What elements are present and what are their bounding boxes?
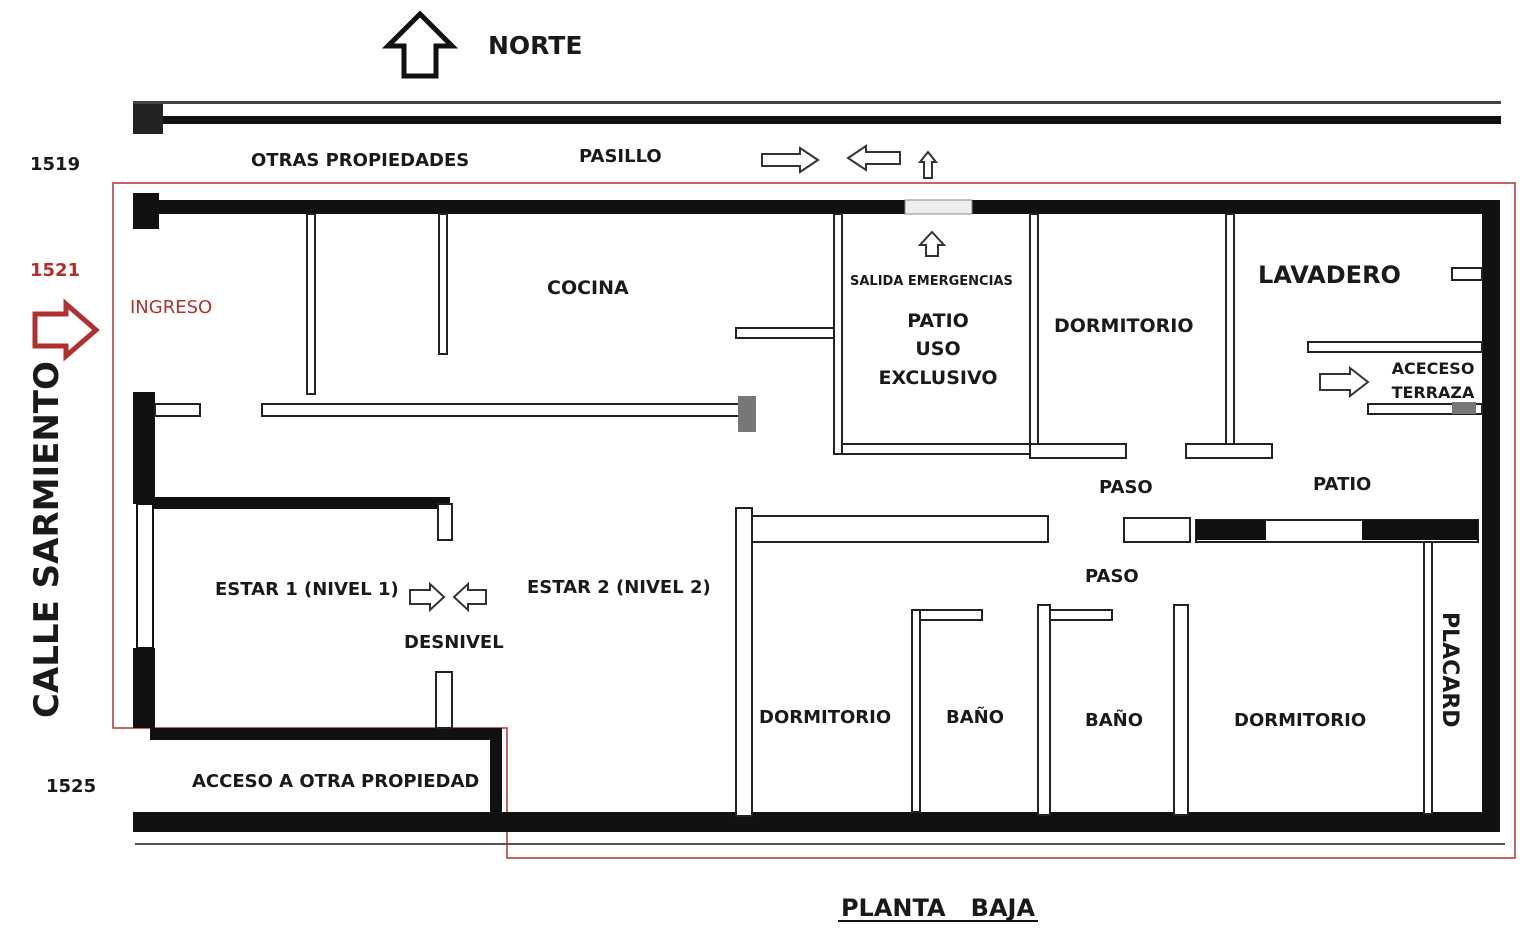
- arrow-left-icon: [846, 144, 901, 172]
- room-bathroom-2: BAÑO: [1085, 708, 1143, 731]
- entry-label: INGRESO: [130, 297, 212, 318]
- room-patio: PATIO: [1313, 474, 1371, 495]
- room-patio-label-2: USO: [915, 338, 960, 360]
- room-patio-label-1: PATIO: [907, 310, 969, 332]
- street-number-1519: 1519: [30, 154, 80, 175]
- room-bedroom-top: DORMITORIO: [1054, 315, 1194, 337]
- room-bedroom-left: DORMITORIO: [759, 707, 891, 728]
- street-number-1525: 1525: [46, 776, 96, 797]
- plan-title: PLANTA BAJA: [841, 894, 1035, 922]
- emergency-opening: [904, 199, 973, 215]
- level-arrow-left-icon: [452, 581, 487, 613]
- entry-arrow-icon: [32, 298, 100, 362]
- level-arrow-right-icon: [409, 581, 446, 613]
- street-name: CALLE SARMIENTO: [27, 361, 67, 718]
- terrace-access-label-2: TERRAZA: [1392, 383, 1475, 402]
- closet-label: PLACARD: [1437, 612, 1462, 728]
- exterior-walls: [133, 193, 1500, 832]
- north-arrow-icon: [381, 10, 459, 79]
- level-change-label: DESNIVEL: [404, 632, 504, 653]
- lot-outline: [112, 182, 1516, 859]
- arrow-right-icon: [761, 146, 820, 174]
- north-label: NORTE: [488, 31, 582, 60]
- room-bathroom-1: BAÑO: [946, 705, 1004, 728]
- corridor-label: PASILLO: [579, 146, 662, 167]
- plan-title-underline: [838, 920, 1038, 922]
- street-window: [136, 503, 154, 649]
- other-properties-label: OTRAS PROPIEDADES: [251, 150, 469, 171]
- room-bedroom-right: DORMITORIO: [1234, 710, 1366, 731]
- room-living-2: ESTAR 2 (NIVEL 2): [527, 577, 711, 598]
- passage-label-1: PASO: [1099, 477, 1153, 498]
- arrow-up-icon: [917, 150, 939, 179]
- top-boundary-wall: [133, 101, 1501, 104]
- emergency-exit-label: SALIDA EMERGENCIAS: [850, 274, 1013, 289]
- street-number-1521: 1521: [30, 260, 80, 281]
- terrace-access-label-1: ACECESO: [1392, 359, 1475, 378]
- terrace-arrow-icon: [1319, 365, 1370, 399]
- access-other-property: ACCESO A OTRA PROPIEDAD: [192, 771, 479, 792]
- exit-arrow-up-icon: [917, 230, 947, 257]
- room-laundry: LAVADERO: [1258, 261, 1401, 289]
- room-patio-label-3: EXCLUSIVO: [878, 367, 997, 389]
- top-boundary-wall-thick: [133, 116, 1501, 124]
- room-living-1: ESTAR 1 (NIVEL 1): [215, 579, 399, 600]
- room-kitchen: COCINA: [547, 277, 629, 299]
- passage-label-2: PASO: [1085, 566, 1139, 587]
